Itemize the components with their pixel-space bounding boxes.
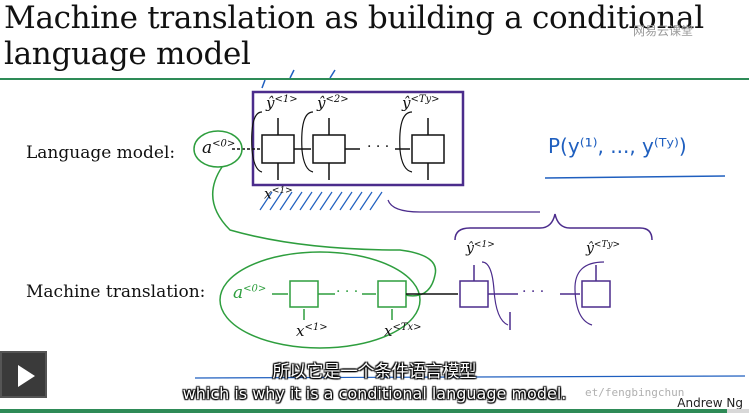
- lm-a0-label: a<0>: [202, 138, 236, 158]
- lm-yhat-2: ŷ<2>: [317, 94, 349, 112]
- mt-enc-dots: · · ·: [336, 284, 359, 300]
- lm-purple-frame: [251, 90, 465, 187]
- progress-fill: [0, 409, 727, 413]
- lm-rnn-cell-t: [411, 134, 445, 164]
- lm-yhat-1: ŷ<1>: [266, 94, 298, 112]
- lm-rnn-cell-2: [312, 134, 346, 164]
- lm-rnn-cell-1: [261, 134, 295, 164]
- lm-label: Language model:: [26, 143, 176, 163]
- encoder-cell-t: [377, 280, 407, 308]
- mt-yhat-t: ŷ<Ty>: [586, 240, 621, 257]
- progress-bar[interactable]: [0, 409, 749, 413]
- decoder-cell-t: [581, 280, 611, 308]
- lm-yhat-t: ŷ<Ty>: [402, 94, 440, 112]
- mt-yhat-1: ŷ<1>: [466, 240, 495, 257]
- blog-watermark: et/fengbingchun: [585, 386, 685, 399]
- mt-xt: x<Tx>: [384, 322, 422, 340]
- lm-x1: x<1>: [264, 186, 293, 203]
- decoder-cell-1: [459, 280, 489, 308]
- play-button[interactable]: [0, 351, 47, 398]
- subtitle-chinese: 所以它是一个条件语言模型: [272, 362, 477, 382]
- play-icon: [18, 365, 35, 387]
- mt-x1: x<1>: [296, 322, 328, 340]
- author-label: Andrew Ng: [677, 396, 743, 410]
- slide-title: Machine translation as building a condit…: [4, 0, 704, 72]
- mt-label: Machine translation:: [26, 282, 206, 302]
- mt-dec-dots: · · ·: [522, 284, 545, 300]
- subtitle-english: which is why it is a conditional languag…: [182, 384, 567, 403]
- lm-dots: · · ·: [367, 139, 390, 155]
- blue-hatching: [259, 191, 383, 211]
- mt-a0-label: a<0>: [233, 283, 267, 303]
- logo-watermark: 网易云课堂: [633, 24, 694, 38]
- green-connector: [211, 166, 437, 297]
- prob-underline: [544, 175, 726, 179]
- purple-brace: [454, 213, 653, 241]
- prob-annotation: P(y⁽¹⁾, ..., y⁽ᵀʸ⁾): [548, 134, 687, 158]
- encoder-cell-1: [289, 280, 319, 308]
- lm-a0-circle: [193, 130, 243, 168]
- encoder-ellipse: [219, 251, 421, 349]
- cond-underline: [194, 375, 746, 379]
